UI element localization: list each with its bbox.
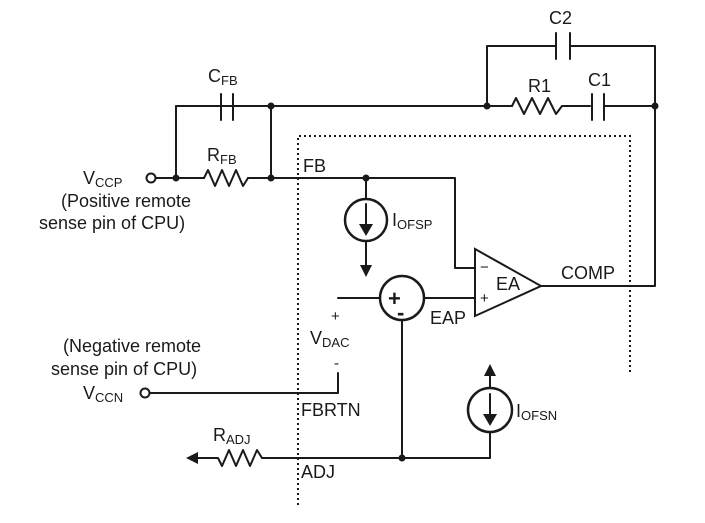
label-fb: FB <box>303 156 326 176</box>
node <box>398 454 406 462</box>
label-comp: COMP <box>561 263 615 283</box>
node <box>651 102 659 110</box>
current-source-iofsp <box>343 197 389 243</box>
vdac-minus-sign: - <box>334 355 339 372</box>
wire-fb <box>247 177 476 269</box>
wire-c2-left <box>486 45 557 107</box>
sum-plus-sign: + <box>388 286 401 311</box>
label-ea: EA <box>496 274 520 294</box>
iofsp-arrow <box>360 265 372 277</box>
ic-boundary <box>297 135 631 505</box>
resistor-r1 <box>511 97 591 115</box>
label-c2: C2 <box>549 8 572 28</box>
label-iofsp: IOFSP <box>392 210 432 232</box>
label-vccn: VCCN <box>83 383 123 405</box>
note-negative-line2: sense pin of CPU) <box>51 359 197 379</box>
note-positive-line1: (Positive remote <box>61 191 191 211</box>
note-negative-line1: (Negative remote <box>63 336 201 356</box>
label-cfb: CFB <box>208 66 238 88</box>
note-positive-line2: sense pin of CPU) <box>39 213 185 233</box>
wire-adj <box>261 432 491 459</box>
label-vccp: VCCP <box>83 168 122 190</box>
label-radj: RADJ <box>213 425 251 447</box>
error-amplifier-ea <box>474 247 544 318</box>
ea-plus-sign: + <box>480 290 489 307</box>
vccp-terminal <box>145 172 157 184</box>
node <box>483 102 491 110</box>
label-rfb: RFB <box>207 145 237 167</box>
label-c1: C1 <box>588 70 611 90</box>
sum-minus-sign: - <box>397 300 404 325</box>
label-fbrtn: FBRTN <box>301 400 361 420</box>
wire-c2-right <box>569 45 656 107</box>
capacitor-c1 <box>591 93 605 121</box>
label-r1: R1 <box>528 76 551 96</box>
wire-cfb-left <box>175 105 221 179</box>
vdac-plus-sign: + <box>331 308 340 325</box>
label-iofsn: IOFSN <box>516 401 557 423</box>
node <box>172 174 180 182</box>
ea-minus-sign: − <box>480 259 489 276</box>
radj-arrow <box>186 452 198 464</box>
label-eap: EAP <box>430 308 466 328</box>
iofsn-arrow <box>484 364 496 376</box>
current-source-iofsn <box>466 386 514 434</box>
wire-c1-right <box>603 105 656 287</box>
node <box>267 174 275 182</box>
label-adj: ADJ <box>301 462 335 482</box>
wire-cfb-right <box>232 105 272 179</box>
vccn-terminal <box>139 387 151 399</box>
resistor-radj <box>195 449 263 467</box>
resistor-rfb <box>203 169 249 187</box>
label-vdac: VDAC <box>310 328 349 350</box>
capacitor-c2 <box>555 32 571 60</box>
wire-fbrtn <box>149 372 339 394</box>
